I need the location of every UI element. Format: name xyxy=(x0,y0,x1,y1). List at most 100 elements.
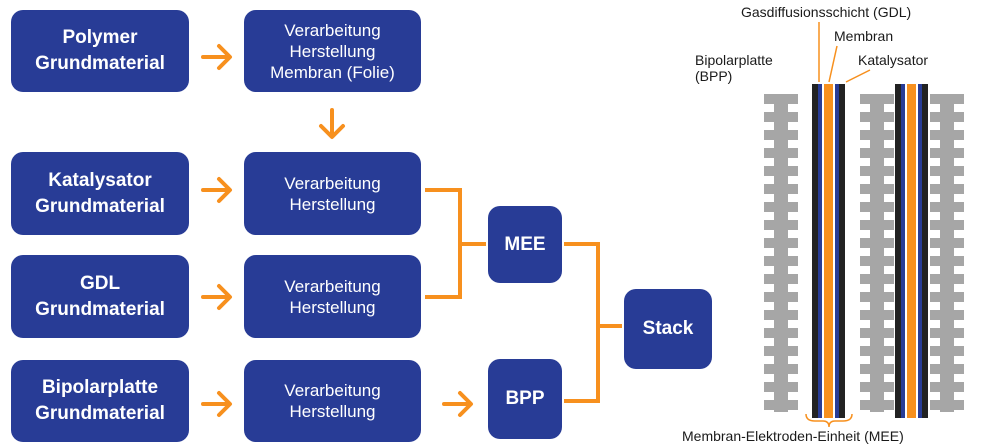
arrow-right-icon xyxy=(201,284,232,310)
mee-layer-1-catalyst-right xyxy=(835,84,839,418)
bpp-plate-1-rib xyxy=(764,346,775,356)
bpp-plate-3-rib xyxy=(953,184,964,194)
bpp-plate-1-rib xyxy=(764,202,775,212)
bpp-plate-1-rib xyxy=(787,148,798,158)
bpp-plate-2-rib xyxy=(860,166,871,176)
bpp-plate-2-rib xyxy=(860,238,871,248)
bpp-plate-3-rib xyxy=(953,400,964,410)
bpp-plate-2-rib xyxy=(883,400,894,410)
mee-layer-1-gdl-left xyxy=(812,84,818,418)
bpp-plate-1-rib xyxy=(764,238,775,248)
bpp-plate-2-rib xyxy=(860,364,871,374)
arrow-right-icon xyxy=(201,391,232,417)
bpp-plate-1-rib xyxy=(764,94,775,104)
bpp-plate-1-rib xyxy=(787,310,798,320)
bpp-plate-2-rib xyxy=(860,400,871,410)
mee-layer-1-gdl-right xyxy=(839,84,845,418)
bpp-plate-3-rib xyxy=(953,382,964,392)
bpp-plate-3-rib xyxy=(953,112,964,122)
bpp-plate-1-rib xyxy=(787,130,798,140)
stack-box: Stack xyxy=(624,289,712,369)
bpp-plate-2-rib xyxy=(860,382,871,392)
bpp-plate-3-rib xyxy=(930,166,941,176)
bpp-plate-1-rib xyxy=(787,202,798,212)
bpp-plate-1-rib xyxy=(787,328,798,338)
bpp-plate-3-rib xyxy=(930,346,941,356)
bpp-plate-3-rib xyxy=(953,274,964,284)
bpp-plate-3-rib xyxy=(930,130,941,140)
bpp-plate-3-rib xyxy=(953,238,964,248)
bpp-plate-2-rib xyxy=(883,310,894,320)
bpp-plate-1-rib xyxy=(787,94,798,104)
bpp-plate-2-rib xyxy=(883,202,894,212)
label-membran: Membran xyxy=(834,28,894,44)
bpp-plate-2-rib xyxy=(883,148,894,158)
bpp-plate-1-rib xyxy=(787,238,798,248)
bpp-plate-2-rib xyxy=(860,220,871,230)
bpp-plate-1-rib xyxy=(764,166,775,176)
bpp-plate-1-rib xyxy=(787,346,798,356)
bpp-plate-3-rib xyxy=(930,148,941,158)
label-bipolarplatte: Bipolarplatte (BPP) xyxy=(695,52,773,84)
bpp-plate-1-rib xyxy=(764,328,775,338)
bpp-plate-2-rib xyxy=(883,346,894,356)
bpp-plate-2-rib xyxy=(860,256,871,266)
bpp-plate-2-rib xyxy=(860,148,871,158)
bpp-plate-2-rib xyxy=(860,112,871,122)
bpp-plate-2-rib xyxy=(860,328,871,338)
bpp-plate-2-rib xyxy=(883,274,894,284)
bpp-plate-3-rib xyxy=(930,238,941,248)
bpp-plate-2-rib xyxy=(860,130,871,140)
brace-mee xyxy=(805,413,853,428)
mee-layer-2-gdl-right xyxy=(922,84,928,418)
bpp-plate-2-rib xyxy=(860,346,871,356)
bpp-box: BPP xyxy=(488,359,562,439)
bpp-plate-2-rib xyxy=(883,220,894,230)
bpp-plate-1-rib xyxy=(764,130,775,140)
bpp-plate-1-rib xyxy=(764,274,775,284)
bpp-plate-3-rib xyxy=(953,328,964,338)
mee-layer-1-catalyst-left xyxy=(818,84,822,418)
bpp-plate-3-rib xyxy=(953,148,964,158)
bpp-plate-1-rib xyxy=(787,364,798,374)
bpp-plate-1-rib xyxy=(787,220,798,230)
label-mee: Membran-Elektroden-Einheit (MEE) xyxy=(682,428,904,444)
bpp-plate-3-rib xyxy=(930,400,941,410)
bpp-plate-2-rib xyxy=(883,364,894,374)
bpp-plate-3-rib xyxy=(930,292,941,302)
bpp-plate-3-rib xyxy=(953,256,964,266)
bpp-plate-1-rib xyxy=(764,184,775,194)
bpp-plate-2-rib xyxy=(860,184,871,194)
bpp-plate-3-rib xyxy=(953,202,964,212)
mee-layer-2-membrane xyxy=(907,84,916,418)
bpp-plate-3-rib xyxy=(930,328,941,338)
bpp-plate-1-rib xyxy=(787,166,798,176)
arrow-down-icon xyxy=(319,108,345,139)
bpp-plate-1-rib xyxy=(787,292,798,302)
bpp-plate-1-rib xyxy=(764,382,775,392)
bpp-plate-3-rib xyxy=(930,310,941,320)
label-katalysator: Katalysator xyxy=(858,52,929,68)
bpp-plate-1-rib xyxy=(764,256,775,266)
bpp-plate-2-rib xyxy=(883,238,894,248)
bpp-plate-3-rib xyxy=(953,166,964,176)
mee-layer-2-gdl-left xyxy=(895,84,901,418)
bpp-plate-1-rib xyxy=(787,400,798,410)
bpp-plate-1-rib xyxy=(764,220,775,230)
bpp-plate-2-rib xyxy=(883,256,894,266)
bpp-plate-1-rib xyxy=(764,310,775,320)
arrow-right-icon xyxy=(201,44,232,70)
leader-membran xyxy=(828,45,838,83)
bpp-plate-1-rib xyxy=(764,400,775,410)
bpp-plate-2-rib xyxy=(883,166,894,176)
bpp-plate-3-rib xyxy=(930,94,941,104)
bpp-plate-3-rib xyxy=(953,310,964,320)
bpp-plate-1-rib xyxy=(764,292,775,302)
bpp-plate-1-core xyxy=(774,94,788,412)
bpp-plate-1-rib xyxy=(787,382,798,392)
